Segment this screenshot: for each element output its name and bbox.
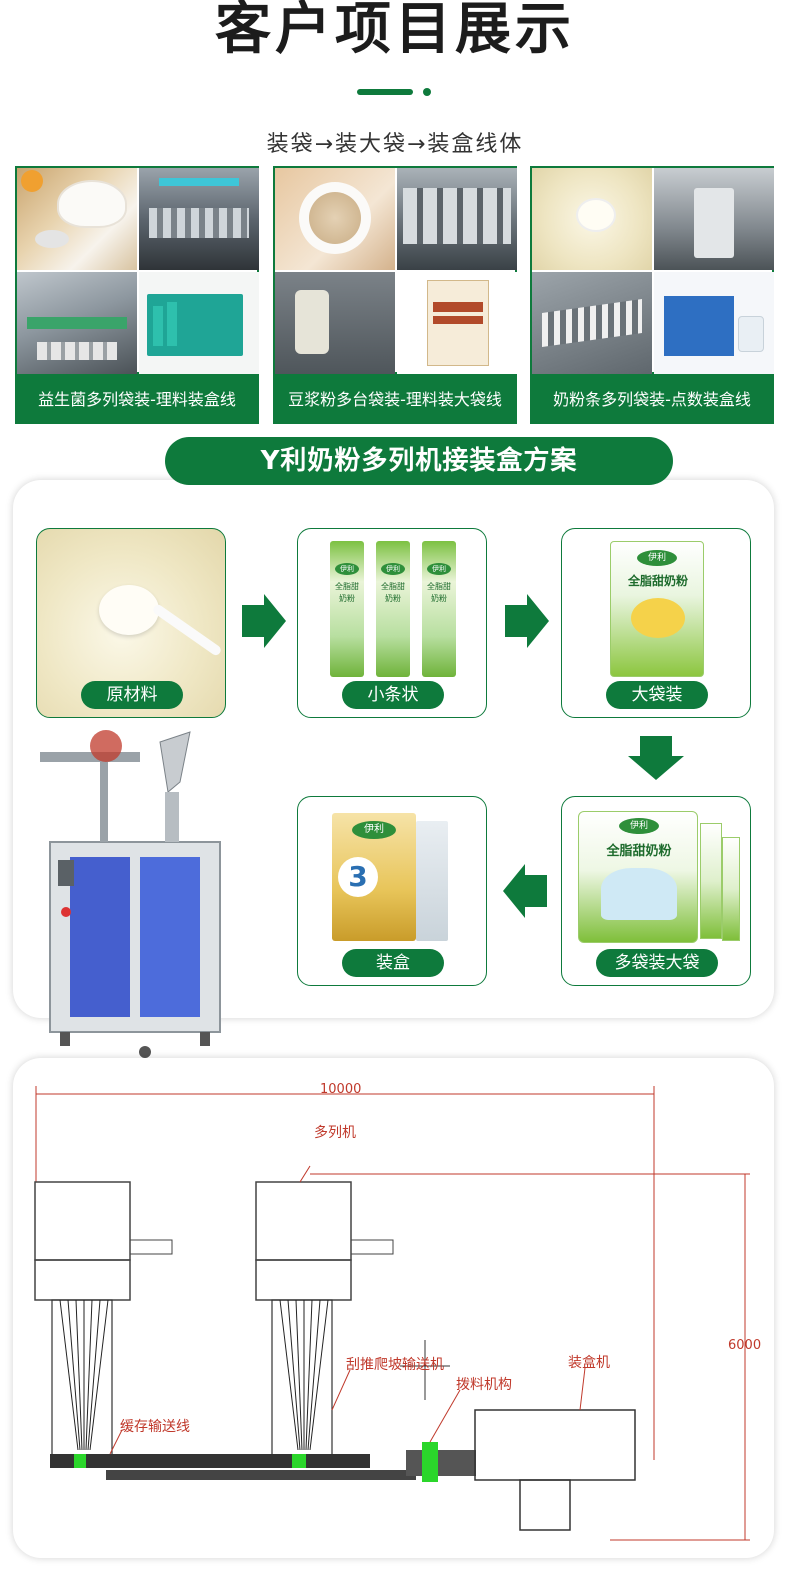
conveyor-line-photo <box>17 272 137 374</box>
case-photo-grid <box>17 168 259 374</box>
layout-drawing-svg <box>34 1086 750 1541</box>
oat-bowl-photo <box>275 168 395 270</box>
case-card-milk-powder: 奶粉条多列袋装-点数装盒线 <box>530 166 774 424</box>
stick-name: 奶粉 <box>385 594 401 603</box>
green-stick-box-photo <box>139 272 259 374</box>
height-dimension: 6000 <box>728 1338 762 1353</box>
stick-name: 奶粉 <box>339 594 355 603</box>
flow-arrow-down-head <box>628 756 684 780</box>
box-stage-number: 3 <box>338 857 378 897</box>
label-multi-lane-machine: 多列机 <box>314 1125 356 1141</box>
flow-arrow-right-head <box>264 594 286 648</box>
stick-pack-side <box>700 823 722 939</box>
page-subtitle: 装袋→装大袋→装盒线体 <box>266 132 524 157</box>
brand-logo: 伊利 <box>637 550 677 566</box>
brand-logo: 伊利 <box>335 563 359 575</box>
label-scraper-conveyor: 刮推爬坡输送机 <box>346 1357 444 1373</box>
machine-row-photo <box>397 168 517 270</box>
title-dot <box>423 88 431 96</box>
filler-machine-photo <box>275 272 395 374</box>
flow-arrow-right <box>505 605 527 637</box>
product-name: 全脂甜奶粉 <box>627 574 688 588</box>
multi-bag-pack: 伊利 全脂甜奶粉 <box>578 811 698 943</box>
label-cartoner: 装盒机 <box>568 1355 610 1371</box>
packing-machine-illustration <box>40 722 230 1064</box>
label-pick-mechanism: 拨料机构 <box>456 1377 512 1393</box>
milk-box-front: 伊利 3 <box>332 813 416 941</box>
multi-lane-machine-photo <box>139 168 259 270</box>
stick-name: 奶粉 <box>431 594 447 603</box>
step-label: 装盒 <box>342 949 444 977</box>
case-photo-grid <box>275 168 517 374</box>
width-dimension: 10000 <box>320 1082 362 1097</box>
case-caption: 奶粉条多列袋装-点数装盒线 <box>553 390 751 409</box>
flow-arrow-right <box>242 605 264 637</box>
step-label: 多袋装大袋 <box>596 949 718 977</box>
case-card-probiotic: 益生菌多列袋装-理料装盒线 <box>15 166 259 424</box>
case-caption: 益生菌多列袋装-理料装盒线 <box>38 390 236 409</box>
brand-logo: 伊利 <box>427 563 451 575</box>
brand-logo: 伊利 <box>381 563 405 575</box>
milk-powder-scoop-photo <box>532 168 652 270</box>
case-card-soymilk: 豆浆粉多台袋装-理料装大袋线 <box>273 166 517 424</box>
milk-box-side <box>416 821 448 941</box>
step-sticks: 伊利 全脂甜 奶粉 伊利 全脂甜 奶粉 伊利 全脂甜 奶粉 小条状 <box>297 528 487 718</box>
brand-logo: 伊利 <box>352 821 396 839</box>
flow-arrow-down <box>640 736 672 756</box>
label-buffer-conveyor: 缓存输送线 <box>120 1419 190 1435</box>
stick-name: 全脂甜 <box>335 582 359 591</box>
page-title: 客户项目展示 <box>215 0 575 62</box>
brand-logo: 伊利 <box>619 818 659 834</box>
product-name: 全脂甜奶粉 <box>606 844 672 859</box>
flow-arrow-left-head <box>503 864 525 918</box>
layout-drawing: 10000 6000 多列机 刮推爬坡输送机 缓存输送线 拨料机构 装盒机 <box>20 1070 770 1550</box>
stick-pack-side <box>722 837 740 941</box>
case-photo-grid <box>532 168 774 374</box>
stick-name: 全脂甜 <box>381 582 405 591</box>
bagger-photo <box>654 168 774 270</box>
step-raw-material: 原材料 <box>36 528 226 718</box>
packing-machine-svg <box>40 730 221 1058</box>
scoop-icon <box>99 585 159 635</box>
powder-cup-photo <box>17 168 137 270</box>
case-caption: 豆浆粉多台袋装-理料装大袋线 <box>288 390 502 409</box>
big-bag-pack: 伊利 全脂甜奶粉 <box>610 541 704 677</box>
flow-arrow-right-head <box>527 594 549 648</box>
step-multi-bag: 伊利 全脂甜奶粉 多袋装大袋 <box>561 796 751 986</box>
flow-arrow-left <box>525 875 547 907</box>
step-label: 小条状 <box>342 681 444 709</box>
stick-pack-1: 伊利 全脂甜 奶粉 <box>330 541 364 677</box>
step-boxed: 伊利 3 装盒 <box>297 796 487 986</box>
step-big-bag: 伊利 全脂甜奶粉 大袋装 <box>561 528 751 718</box>
stick-pack-2: 伊利 全脂甜 奶粉 <box>376 541 410 677</box>
stick-name: 全脂甜 <box>427 582 451 591</box>
title-underline <box>357 89 413 95</box>
step-label: 原材料 <box>81 681 183 709</box>
step-label: 大袋装 <box>606 681 708 709</box>
calcium-bag-photo <box>397 272 517 374</box>
solution-title: Y利奶粉多列机接装盒方案 <box>165 437 673 485</box>
blue-box-photo <box>654 272 774 374</box>
stick-conveyor-photo <box>532 272 652 374</box>
stick-pack-3: 伊利 全脂甜 奶粉 <box>422 541 456 677</box>
